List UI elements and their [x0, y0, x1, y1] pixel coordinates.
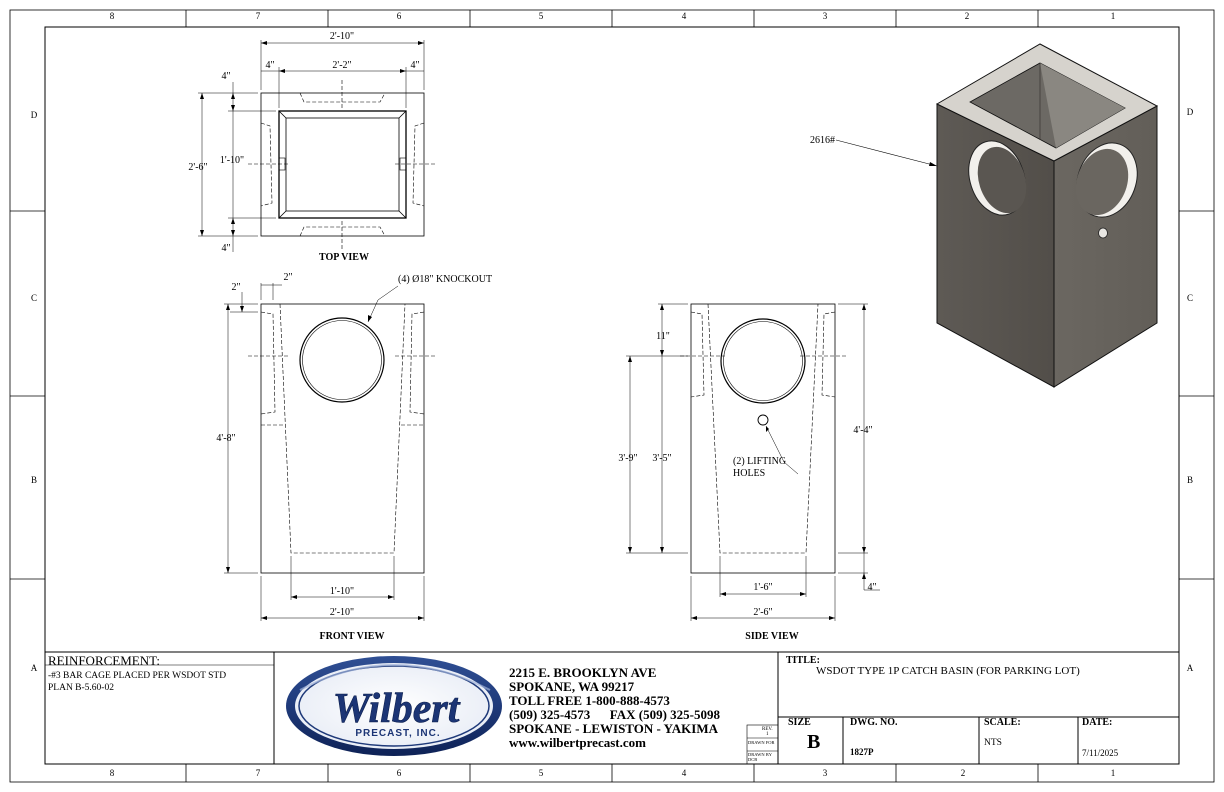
zone-col-7-top: 7 — [256, 11, 261, 21]
size-value: B — [807, 731, 821, 753]
dim-top-overall-depth: 2'-6" — [188, 162, 207, 173]
dim-front-top-offset-h: 2" — [283, 272, 292, 283]
zone-col-6-top: 6 — [397, 11, 402, 21]
rev-label: REV. — [762, 727, 773, 732]
dim-front-bottom-inner: 1'-10" — [330, 586, 354, 597]
dim-front-width: 2'-10" — [330, 607, 354, 618]
dwg-no-label: DWG. NO. — [850, 717, 898, 728]
zone-col-7-bottom: 7 — [256, 768, 261, 778]
website-link[interactable]: www.wilbertprecast.com — [509, 735, 646, 750]
zone-col-6-bottom: 6 — [397, 768, 402, 778]
title-label: TITLE: — [786, 655, 820, 666]
zone-ticks — [10, 10, 1214, 782]
size-label: SIZE — [788, 717, 811, 728]
side-view-label: SIDE VIEW — [745, 631, 798, 642]
top-view — [198, 40, 437, 252]
zone-col-3-top: 3 — [823, 11, 828, 21]
zone-col-2-top: 2 — [965, 11, 970, 21]
address-line1: 2215 E. BROOKLYN AVE — [509, 665, 657, 680]
zone-row-c-left: C — [31, 293, 37, 303]
dim-front-height: 4'-8" — [216, 433, 235, 444]
zone-col-1-bottom: 1 — [1111, 768, 1116, 778]
dim-front-top-offset-v: 2" — [231, 282, 240, 293]
dim-top-wall-right: 4" — [410, 60, 419, 71]
dim-side-bottom-inner: 1'-6" — [753, 582, 772, 593]
drawn-for-label: DRAWN FOR — [748, 740, 775, 745]
zone-row-a-right: A — [1187, 663, 1194, 673]
dim-side-knockout-top: 11" — [656, 331, 670, 342]
zone-col-5-bottom: 5 — [539, 768, 544, 778]
zone-row-d-left: D — [31, 110, 38, 120]
dim-side-base: 4" — [867, 582, 876, 593]
iso-weight: 2616# — [810, 135, 835, 146]
drawn-by-label: DRAWN BY — [748, 752, 773, 757]
zone-col-8-bottom: 8 — [110, 768, 115, 778]
zone-col-2-bottom: 2 — [961, 768, 966, 778]
front-view — [224, 283, 437, 621]
zone-row-d-right: D — [1187, 107, 1194, 117]
dim-top-inner-width: 2'-2" — [332, 60, 351, 71]
title-value: WSDOT TYPE 1P CATCH BASIN (FOR PARKING L… — [816, 665, 1080, 677]
logo-sub: PRECAST, INC. — [355, 728, 440, 739]
zone-col-4-bottom: 4 — [682, 768, 687, 778]
isometric-view — [835, 43, 1159, 388]
address-line4: (509) 325-4573 FAX (509) 325-5098 — [509, 707, 720, 722]
dwg-no-value: 1827P — [850, 747, 874, 757]
front-view-label: FRONT VIEW — [320, 631, 385, 642]
dim-top-wall-bottom: 4" — [221, 243, 230, 254]
zone-col-8-top: 8 — [110, 11, 115, 21]
dim-side-height-b: 3'-5" — [652, 453, 671, 464]
scale-value: NTS — [984, 738, 1002, 748]
dim-top-inner-depth: 1'-10" — [220, 155, 244, 166]
wilbert-logo: Wilbert PRECAST, INC. — [286, 656, 502, 756]
zone-row-b-left: B — [31, 475, 37, 485]
dim-side-overall-height: 4'-4" — [853, 425, 872, 436]
drawn-by-value: DCB — [748, 757, 758, 762]
rev-value: 1 — [766, 732, 769, 737]
side-lifting-note-1: (2) LIFTING — [733, 456, 786, 467]
zone-row-b-right: B — [1187, 475, 1193, 485]
zone-row-c-right: C — [1187, 293, 1193, 303]
address-line2: SPOKANE, WA 99217 — [509, 679, 635, 694]
zone-col-3-bottom: 3 — [823, 768, 828, 778]
date-value: 7/11/2025 — [1082, 748, 1119, 758]
title-block-frame — [45, 651, 1179, 765]
zone-col-4-top: 4 — [682, 11, 687, 21]
reinforcement-heading: REINFORCEMENT: — [48, 653, 161, 668]
side-view — [626, 303, 880, 621]
dim-side-height-a: 3'-9" — [618, 453, 637, 464]
top-view-label: TOP VIEW — [319, 252, 369, 263]
front-knockout-note: (4) Ø18" KNOCKOUT — [398, 274, 492, 285]
address-line3: TOLL FREE 1-800-888-4573 — [509, 693, 670, 708]
scale-label: SCALE: — [984, 717, 1021, 728]
dim-top-overall-width: 2'-10" — [330, 31, 354, 42]
dim-side-width: 2'-6" — [753, 607, 772, 618]
address-line5: SPOKANE - LEWISTON - YAKIMA — [509, 721, 718, 736]
reinforcement-line2: PLAN B-5.60-02 — [48, 683, 114, 693]
logo-name: Wilbert — [333, 686, 461, 732]
dim-top-wall-top: 4" — [221, 71, 230, 82]
zone-col-1-top: 1 — [1111, 11, 1116, 21]
zone-col-5-top: 5 — [539, 11, 544, 21]
date-label: DATE: — [1082, 717, 1113, 728]
zone-row-a-left: A — [31, 663, 38, 673]
dim-top-wall-left: 4" — [265, 60, 274, 71]
side-lifting-note-2: HOLES — [733, 468, 765, 479]
reinforcement-line1: -#3 BAR CAGE PLACED PER WSDOT STD — [48, 671, 227, 681]
